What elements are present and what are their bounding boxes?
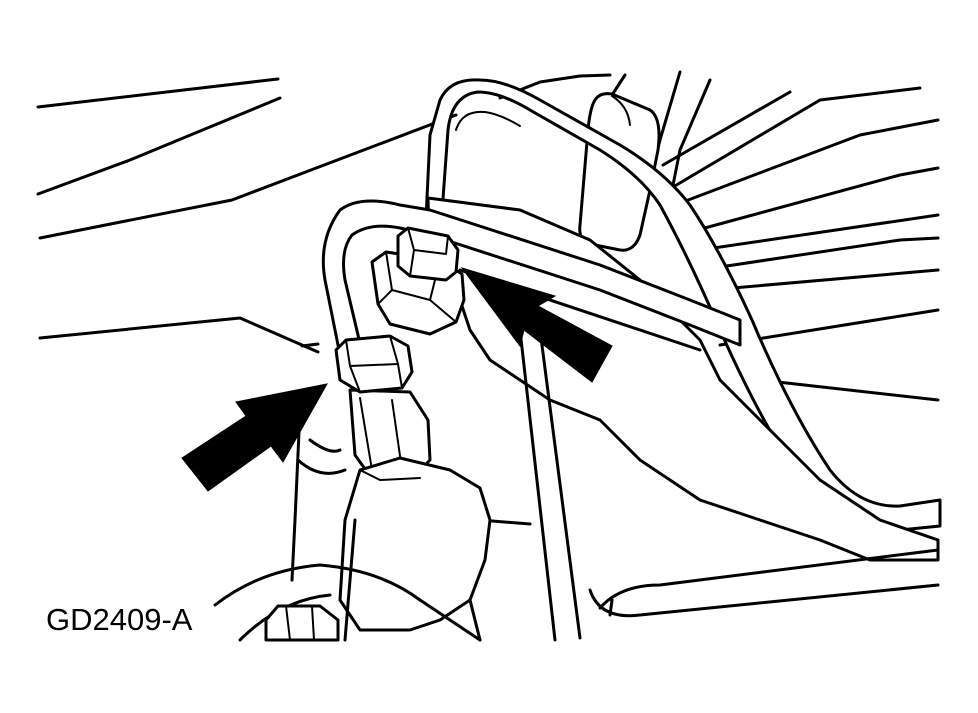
arrows — [181, 267, 613, 492]
background-panel-lines — [36, 77, 458, 354]
arrow-lower-left — [181, 383, 328, 492]
arrow-upper-right — [460, 267, 613, 383]
fuel-line-middle — [321, 199, 742, 357]
upper-fitting — [370, 226, 466, 336]
bottom-bolt — [264, 604, 340, 642]
figure-id-label: GD2409-A — [46, 602, 193, 637]
lower-fitting — [334, 334, 432, 482]
lower-housing — [213, 408, 492, 642]
fuel-line-upper — [423, 78, 942, 532]
bracket-body — [426, 196, 940, 642]
